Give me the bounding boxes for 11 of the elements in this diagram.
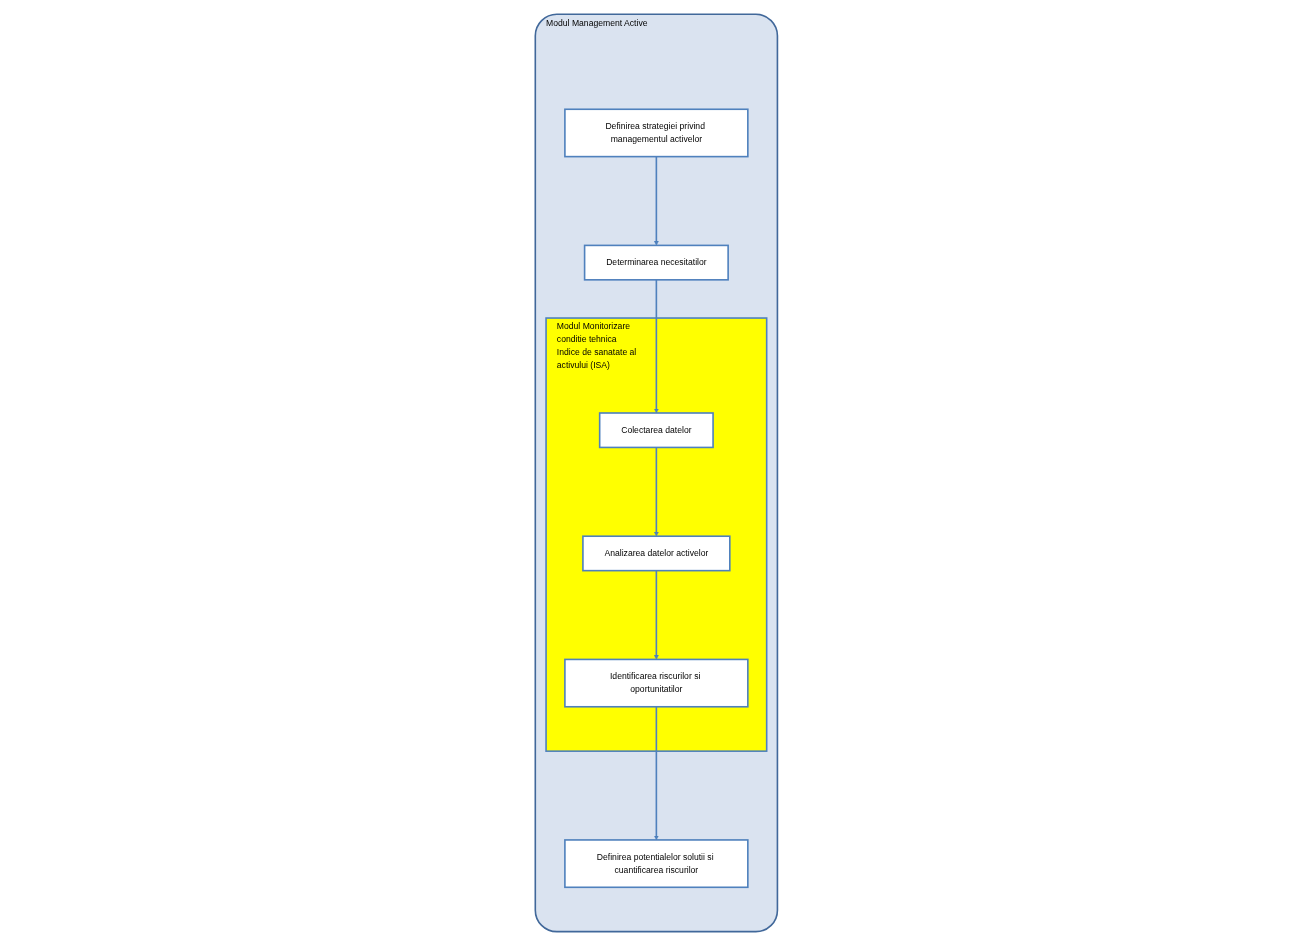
node-box: Definirea strategiei privind managementul activelor [564,108,749,158]
node-box: Analizarea datelor activelor [582,535,731,572]
arrow [654,279,659,414]
arrow [654,569,659,660]
arrow [654,705,659,841]
node-box: Definirea potentialelor solutii si cuantificarea riscurilor [564,839,749,889]
node-box: Identificarea riscurilor si oportunitatilor [564,658,749,708]
node-box: Determinarea necesitatilor [583,244,730,281]
node-box: Colectarea datelor [599,412,714,449]
arrow [654,155,659,246]
arrow [654,446,659,537]
